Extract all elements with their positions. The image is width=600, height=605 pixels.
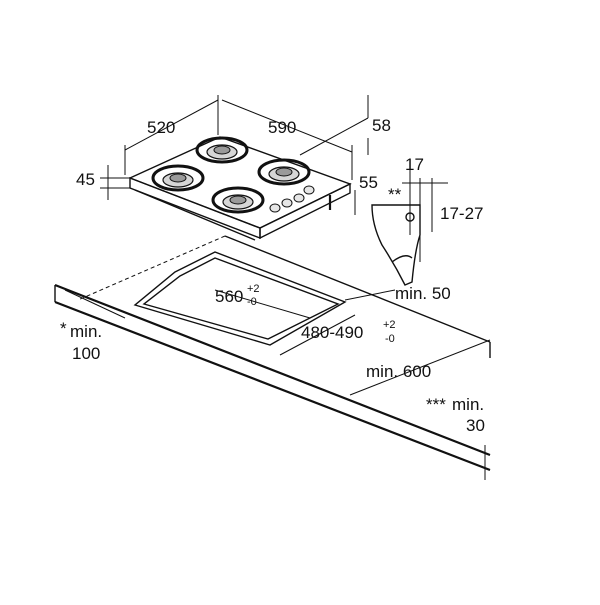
bracket-profile (371, 204, 421, 286)
label-520: 520 (147, 118, 175, 137)
dim-560-line (214, 289, 311, 319)
burner-front-right (211, 186, 265, 214)
dim-520-line (124, 99, 219, 151)
label-min-30-star: *** (426, 395, 446, 414)
cutout (133, 251, 347, 346)
knob-1 (269, 203, 281, 213)
control-knobs (269, 185, 315, 213)
label-58: 58 (372, 116, 391, 135)
label-590: 590 (268, 118, 296, 137)
cutout-outline (133, 251, 347, 346)
label-560: 560 (215, 287, 243, 306)
dim-min-100-line (64, 289, 126, 319)
label-bracket-17: 17 (405, 155, 424, 174)
bracket-detail (371, 160, 448, 286)
dim-min-600-line (349, 339, 491, 396)
worktop-hidden-edge (77, 235, 226, 301)
burner-front-left (151, 164, 205, 192)
hob-right-face (259, 182, 351, 240)
label-min-600: min. 600 (366, 362, 431, 381)
worktop-front-top-edge (54, 283, 491, 457)
hob-top-plate (128, 136, 352, 229)
label-55: 55 (359, 173, 378, 192)
dim-590-line (221, 99, 353, 153)
label-min-50: min. 50 (395, 284, 451, 303)
worktop-front-bottom-edge (54, 300, 491, 472)
hob-dimensions (100, 95, 369, 215)
knob-4 (303, 185, 315, 195)
knob-3 (293, 193, 305, 203)
label-560-tol-plus: +2 (247, 283, 260, 295)
hob (128, 136, 352, 241)
worktop-dimensions (64, 289, 491, 480)
label-560-tol-minus: -0 (247, 296, 257, 308)
label-min-30-text: min. (452, 395, 484, 414)
burner-back-right (257, 158, 311, 186)
label-480-490-tol-minus: -0 (385, 333, 395, 345)
label-min-30-value: 30 (466, 416, 485, 435)
label-min-100-value: 100 (72, 344, 100, 363)
label-bracket-17-27: 17-27 (440, 204, 483, 223)
label-480-490: 480-490 (301, 323, 363, 342)
burner-back-left (195, 136, 249, 164)
worktop (54, 235, 491, 472)
cutout-inner (142, 257, 340, 340)
label-min-100-text: min. (70, 322, 102, 341)
label-45: 45 (76, 170, 95, 189)
dim-min-50-line (344, 289, 396, 301)
knob-2 (281, 198, 293, 208)
label-bracket-star: ** (388, 185, 402, 204)
dim-480-490-line (279, 314, 356, 356)
worktop-back-edge (224, 235, 491, 343)
label-min-100-star: * (60, 319, 67, 338)
hob-body-line (134, 189, 256, 241)
label-480-490-tol-plus: +2 (383, 319, 396, 331)
